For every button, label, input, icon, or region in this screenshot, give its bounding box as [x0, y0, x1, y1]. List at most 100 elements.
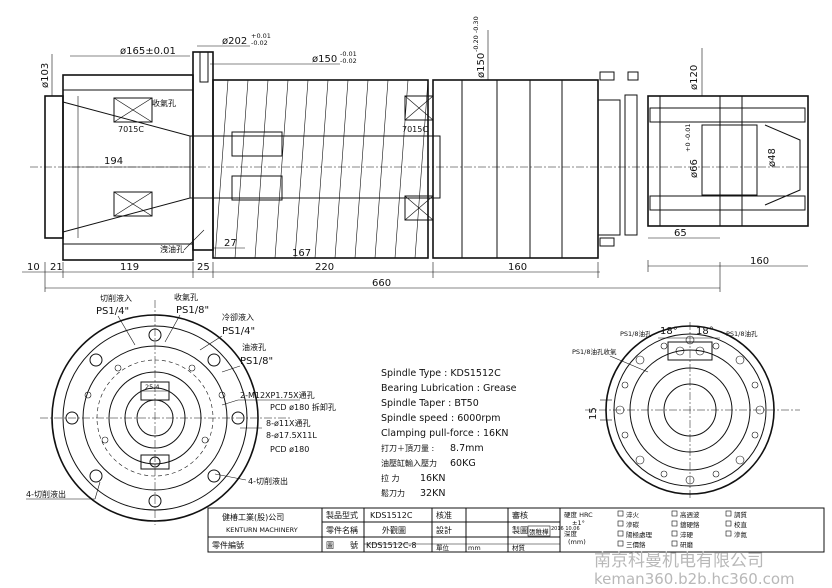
spec-cn-value-1: 8.7mm [450, 443, 484, 454]
suck-hole-label: 收氣孔 [152, 98, 176, 108]
tb-treat: 研磨 [680, 540, 694, 549]
front-cool-in: 冷卻液入 [222, 312, 254, 322]
dim-b119: 119 [120, 262, 139, 273]
front-suck-ps: PS1/8" [176, 305, 209, 316]
tb-treat: 滲碳 [626, 520, 640, 529]
tb-treat: 淬硬 [680, 530, 694, 539]
dim-d202-tol-up: +0.01 [251, 32, 271, 40]
front-cool-ps: PS1/4" [222, 326, 255, 337]
dim-d150a-tol-up: -0.01 [340, 50, 357, 58]
dim-d150b-tol: -0.20 -0.30 [472, 16, 480, 52]
dim-d165: ø165±0.01 [120, 46, 176, 57]
tb-part-label: 零件名稱 [326, 525, 358, 535]
tb-drawing-no: KDS1512C-8 [366, 541, 416, 550]
spec-lubrication: Bearing Lubrication : Grease [381, 383, 517, 394]
bearing-rear-label: 7015C [402, 125, 428, 134]
rear-dim-15: 15 [588, 407, 599, 420]
dim-l167: 167 [292, 248, 311, 259]
dim-b25: 25 [197, 262, 210, 273]
tb-hardness-tol: ±1° [572, 519, 585, 527]
dim-b21: 21 [50, 262, 63, 273]
spec-list: Spindle Type : KDS1512C Bearing Lubricat… [381, 368, 517, 499]
dim-d202: ø202 [222, 36, 247, 47]
tb-treat: 淬火 [626, 510, 640, 519]
front-oil-ps: PS1/8" [240, 356, 273, 367]
rear-ps-right: PS1/8油孔 [726, 329, 758, 338]
front-dim-254: 25.4 [145, 383, 159, 391]
tb-treatments: 淬火 高週波 調質 滲碳 鍍硬鉻 校直 陽極處理 淬硬 滲氮 三價鉻 研磨 [617, 510, 748, 549]
dim-d66-tol: +0 -0.01 [684, 124, 692, 152]
bearing-front-label: 7015C [118, 125, 144, 134]
front-cut-in: 切削液入 [100, 293, 132, 303]
spec-cn-value-3: 16KN [420, 473, 445, 484]
spec-taper: Spindle Taper : BT50 [381, 398, 479, 409]
tb-treat: 高週波 [680, 510, 700, 519]
front-pcd2: PCD ø180 [270, 445, 309, 454]
front-cut-in-ps: PS1/4" [96, 306, 129, 317]
dim-l65: 65 [674, 228, 687, 239]
watermark-cn: 南京科曼机电有限公司 [594, 551, 764, 571]
watermark-url: keman360.b2b.hc360.com [594, 570, 795, 588]
tb-treat: 調質 [734, 510, 748, 519]
rear-view: PS1/8油孔 PS1/8油孔 18° 18° PS1/8油孔收氣 15 [572, 322, 800, 500]
side-view: 收氣孔 7015C 7015C 洩油孔 ø165±0.01 ø202 +0.01… [22, 16, 810, 292]
tb-company: 健椿工業(股)公司 [222, 512, 284, 522]
dim-d48: ø48 [767, 148, 778, 167]
bolt-holes-front [65, 328, 245, 508]
tb-material-label: 材質 [512, 543, 526, 552]
tb-treat: 鍍硬鉻 [680, 520, 700, 529]
dim-d150a: ø150 [312, 54, 337, 65]
spec-cn-value-2: 60KG [450, 458, 476, 469]
rear-ps-left: PS1/8油孔 [620, 329, 652, 338]
tb-depth: 深度 [564, 529, 578, 538]
front-tap1: 2-M12XP1.75X通孔 [240, 390, 315, 400]
tb-depth-unit: (mm) [568, 538, 586, 546]
tb-code-label: 零件編號 [212, 540, 244, 550]
tb-unit: mm [468, 544, 481, 552]
spec-cn-label-4: 鬆刀力 [381, 488, 405, 498]
front-hole1: 8-ø11X通孔 [266, 418, 311, 428]
tb-unit-label: 單位 [436, 543, 450, 552]
title-block: 健椿工業(股)公司 KENTURN MACHINERY 零件編號 製品型式 KD… [207, 507, 825, 553]
dim-d120: ø120 [689, 65, 700, 90]
rear-angle-1: 18° [660, 326, 678, 337]
tb-drawer: 張稚樺 [529, 527, 549, 536]
front-pcd1: PCD ø180 拆卸孔 [270, 402, 336, 412]
front-view: 25.4 切削液入 PS1/4" 收氣孔 PS1/8" 冷卻液入 PS1/4" … [26, 292, 336, 525]
front-suck: 收氣孔 [174, 292, 198, 302]
front-hole2: 8-ø17.5X11L [266, 431, 317, 440]
spec-cn-value-4: 32KN [420, 488, 445, 499]
dim-b10: 10 [27, 262, 40, 273]
tb-drawing-label: 圖 號 [326, 540, 358, 550]
dim-d202-tol-dn: -0.02 [251, 39, 268, 47]
bolt-holes-rear [615, 335, 765, 485]
thread-pattern [214, 79, 429, 259]
tb-treat: 三價鉻 [626, 540, 646, 549]
dim-l27: 27 [224, 238, 237, 249]
tb-treat: 陽極處理 [626, 530, 653, 539]
tb-treat: 校直 [734, 520, 748, 529]
tb-date: 2016 10.06 [551, 526, 580, 532]
tb-review-label: 審核 [512, 510, 528, 520]
dim-b160: 160 [508, 262, 527, 273]
rear-ps-side: PS1/8油孔收氣 [572, 347, 617, 356]
tb-hardness: 硬度 HRC [564, 510, 593, 519]
tb-design-label: 設計 [436, 525, 452, 535]
spec-cn-label-2: 油壓缸輸入壓力 [381, 458, 437, 468]
spec-pull-force: Clamping pull-force : 16KN [381, 428, 508, 439]
front-oil-in: 油液孔 [242, 342, 266, 352]
spec-cn-label-3: 拉 力 [381, 473, 400, 483]
tb-company-en: KENTURN MACHINERY [226, 526, 298, 534]
tb-model: KDS1512C [370, 511, 413, 520]
spec-type: Spindle Type : KDS1512C [381, 368, 501, 379]
spec-speed: Spindle speed : 6000rpm [381, 413, 501, 424]
dim-d103: ø103 [40, 63, 51, 88]
rear-angle-2: 18° [696, 326, 714, 337]
dim-l160r: 160 [750, 256, 769, 267]
dim-total: 660 [372, 278, 391, 289]
tb-treat: 滲氮 [734, 530, 748, 539]
tb-check-label: 核准 [436, 510, 452, 520]
tb-part: 外觀圖 [382, 525, 406, 535]
dim-d66: ø66 [689, 159, 700, 178]
